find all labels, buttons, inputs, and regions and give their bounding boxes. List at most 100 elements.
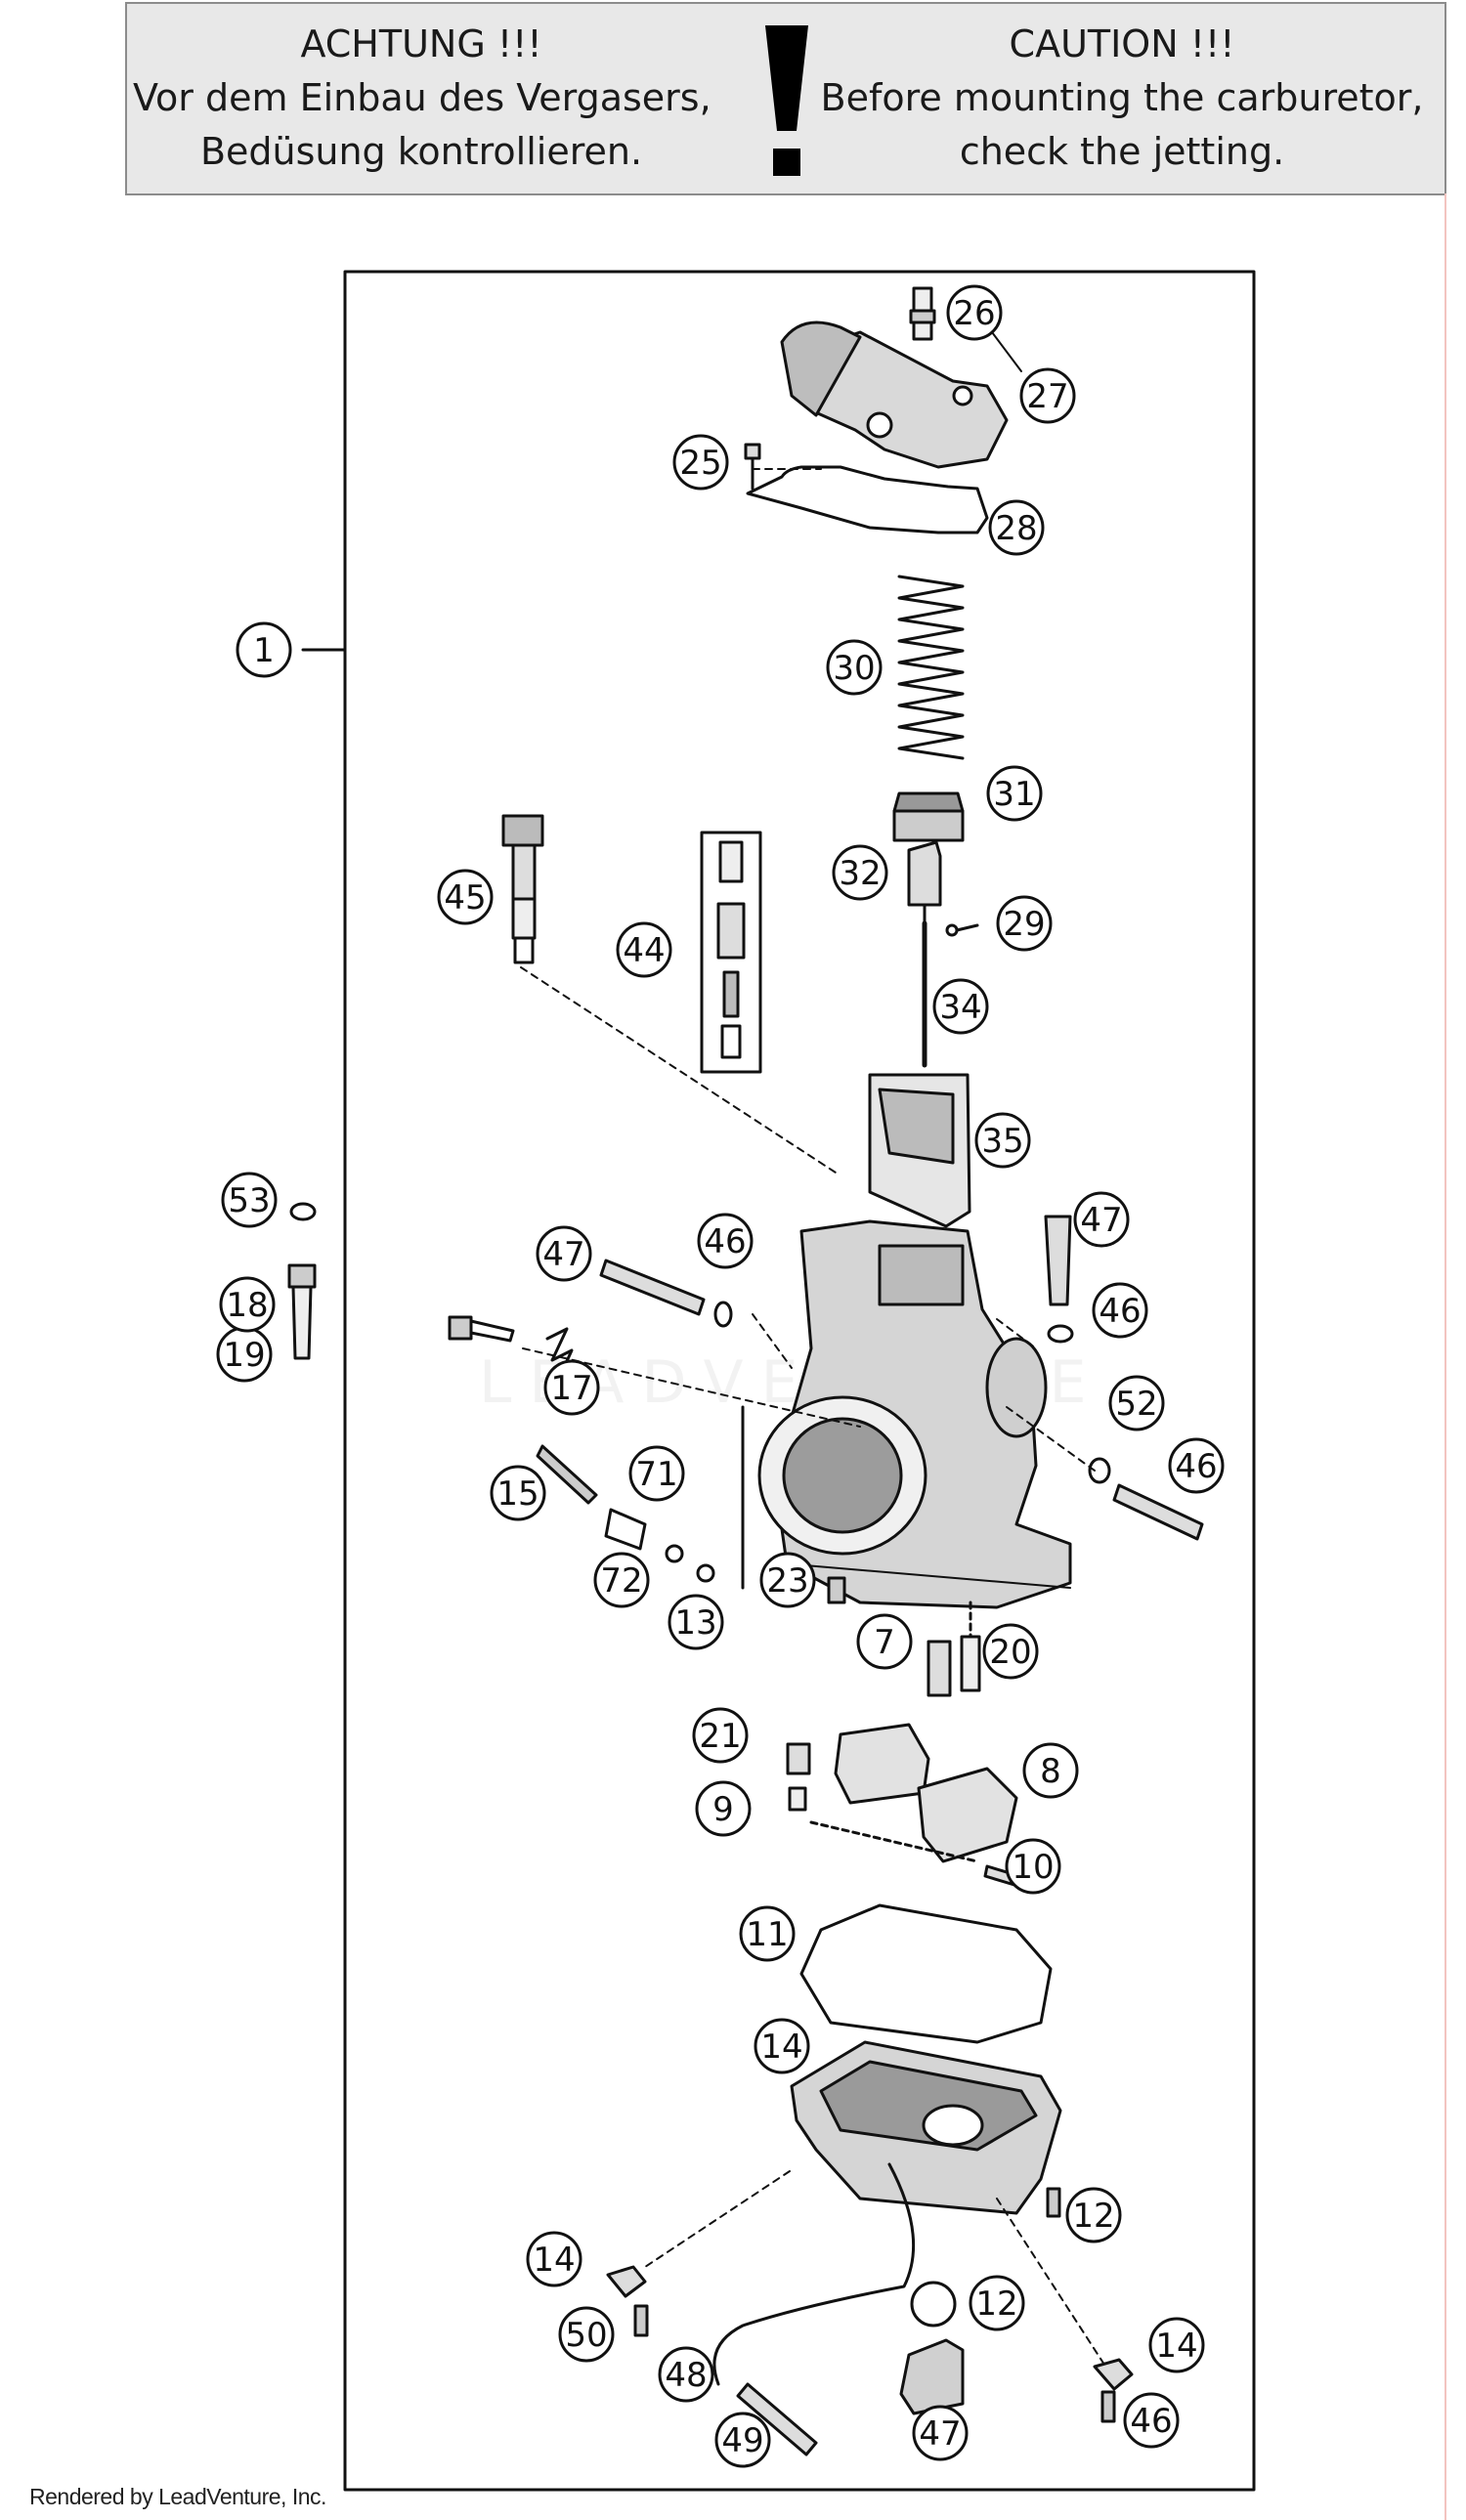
callout-label: 46	[1130, 2402, 1172, 2441]
callout-52: 52	[1108, 1375, 1165, 1431]
callout-9: 9	[695, 1780, 752, 1837]
callout-label: 53	[228, 1181, 270, 1220]
callout-7: 7	[856, 1613, 913, 1670]
part-jet-kit-44	[700, 831, 762, 1074]
caution-banner: ACHTUNG !!! Vor dem Einbau des Vergasers…	[125, 2, 1446, 195]
callout-25: 25	[672, 434, 729, 491]
page-edge-rule	[1444, 193, 1446, 2520]
part-screw-14-bowl	[1046, 2187, 1061, 2218]
caution-english: CAUTION !!! Before mounting the carburet…	[799, 18, 1444, 179]
part-washer-71	[665, 1544, 684, 1563]
callout-label: 52	[1115, 1385, 1157, 1424]
part-spring-30	[897, 575, 965, 760]
callout-31: 31	[986, 765, 1043, 822]
callout-34: 34	[932, 978, 989, 1035]
callout-46: 46	[1092, 1282, 1148, 1339]
callout-13: 13	[668, 1594, 724, 1650]
part-plug-53	[289, 1202, 317, 1221]
callout-17: 17	[543, 1359, 600, 1416]
callout-label: 47	[1080, 1201, 1122, 1240]
caution-german-title: ACHTUNG !!!	[300, 22, 542, 65]
callout-53: 53	[221, 1172, 278, 1228]
callout-30: 30	[826, 639, 883, 696]
callout-label: 47	[542, 1235, 584, 1274]
callout-label: 8	[1040, 1752, 1061, 1791]
footer-credit: Rendered by LeadVenture, Inc.	[29, 2484, 326, 2509]
callout-label: 26	[953, 294, 995, 333]
part-hose	[712, 2162, 916, 2386]
part-hose-48	[736, 2382, 818, 2456]
callout-46: 46	[1168, 1437, 1225, 1494]
part-drain-plug-49	[899, 2338, 965, 2415]
exclamation-icon	[765, 25, 808, 176]
part-screw-25	[744, 443, 761, 491]
part-screw-14-right	[1100, 2390, 1116, 2423]
callout-50: 50	[558, 2306, 615, 2363]
caution-german-line3: Bedüsung kontrollieren.	[199, 130, 643, 173]
callout-label: 27	[1026, 377, 1068, 416]
callout-label: 21	[699, 1717, 741, 1756]
part-mixture-screw-45	[501, 814, 544, 964]
callout-label: 1	[253, 631, 275, 670]
callout-label: 34	[939, 988, 981, 1027]
callout-label: 46	[1099, 1292, 1141, 1331]
part-screw-14-left	[633, 2304, 649, 2337]
part-spring-seat-31	[892, 791, 965, 842]
callout-45: 45	[437, 869, 494, 925]
callout-label: 48	[665, 2356, 707, 2395]
part-pin-47-top	[599, 1259, 706, 1316]
callout-label: 13	[674, 1603, 716, 1643]
callout-label: 23	[766, 1561, 808, 1601]
part-float-bowl-11	[790, 2040, 1062, 2215]
callout-1: 1	[236, 621, 292, 678]
part-oring-46-b	[1047, 1324, 1074, 1344]
callout-label: 10	[1012, 1848, 1054, 1887]
callout-label: 14	[533, 2241, 575, 2280]
part-needle-clip-32	[907, 840, 942, 925]
callout-14: 14	[526, 2231, 582, 2287]
part-screw-17	[536, 1444, 598, 1505]
callout-32: 32	[832, 844, 888, 901]
callout-18: 18	[219, 1276, 276, 1333]
callout-46: 46	[697, 1213, 754, 1269]
part-gasket-top	[746, 465, 989, 534]
part-idle-screw-19	[448, 1315, 515, 1343]
part-oring-72	[696, 1563, 715, 1583]
part-oring-46-c	[1088, 1457, 1111, 1484]
callout-label: 29	[1003, 905, 1045, 944]
part-plug-13	[827, 1576, 846, 1604]
callout-label: 11	[746, 1915, 788, 1954]
callout-12: 12	[1065, 2187, 1122, 2243]
callout-47: 47	[912, 2405, 969, 2461]
part-pin-47-right	[1044, 1215, 1072, 1306]
callout-label: 17	[550, 1369, 592, 1408]
callout-49: 49	[714, 2412, 771, 2468]
part-oring-50	[910, 2281, 957, 2328]
callout-label: 14	[1155, 2327, 1197, 2366]
callout-label: 15	[496, 1474, 539, 1514]
callout-28: 28	[988, 499, 1045, 556]
callout-label: 19	[223, 1336, 265, 1375]
callout-11: 11	[739, 1905, 796, 1962]
part-jet-23	[927, 1640, 952, 1697]
callout-label: 46	[704, 1222, 746, 1261]
callout-label: 49	[721, 2421, 763, 2460]
callout-label: 35	[981, 1122, 1023, 1161]
part-spring-15	[604, 1508, 647, 1551]
callout-44: 44	[616, 921, 672, 978]
callout-19: 19	[216, 1326, 273, 1383]
callout-10: 10	[1005, 1838, 1061, 1895]
caution-english-title: CAUTION !!!	[1009, 22, 1235, 65]
part-gasket-10	[799, 1903, 1053, 2044]
part-pin-47-lower	[1112, 1483, 1204, 1541]
callout-35: 35	[974, 1112, 1031, 1169]
callout-14: 14	[754, 2018, 810, 2074]
callout-label: 32	[839, 854, 881, 893]
caution-german-line2: Vor dem Einbau des Vergasers,	[133, 76, 711, 119]
caution-english-line2: Before mounting the carburetor,	[820, 76, 1424, 119]
callout-47: 47	[536, 1225, 592, 1282]
part-jet-7	[960, 1635, 981, 1692]
callout-20: 20	[982, 1623, 1039, 1680]
callout-label: 28	[995, 509, 1037, 548]
